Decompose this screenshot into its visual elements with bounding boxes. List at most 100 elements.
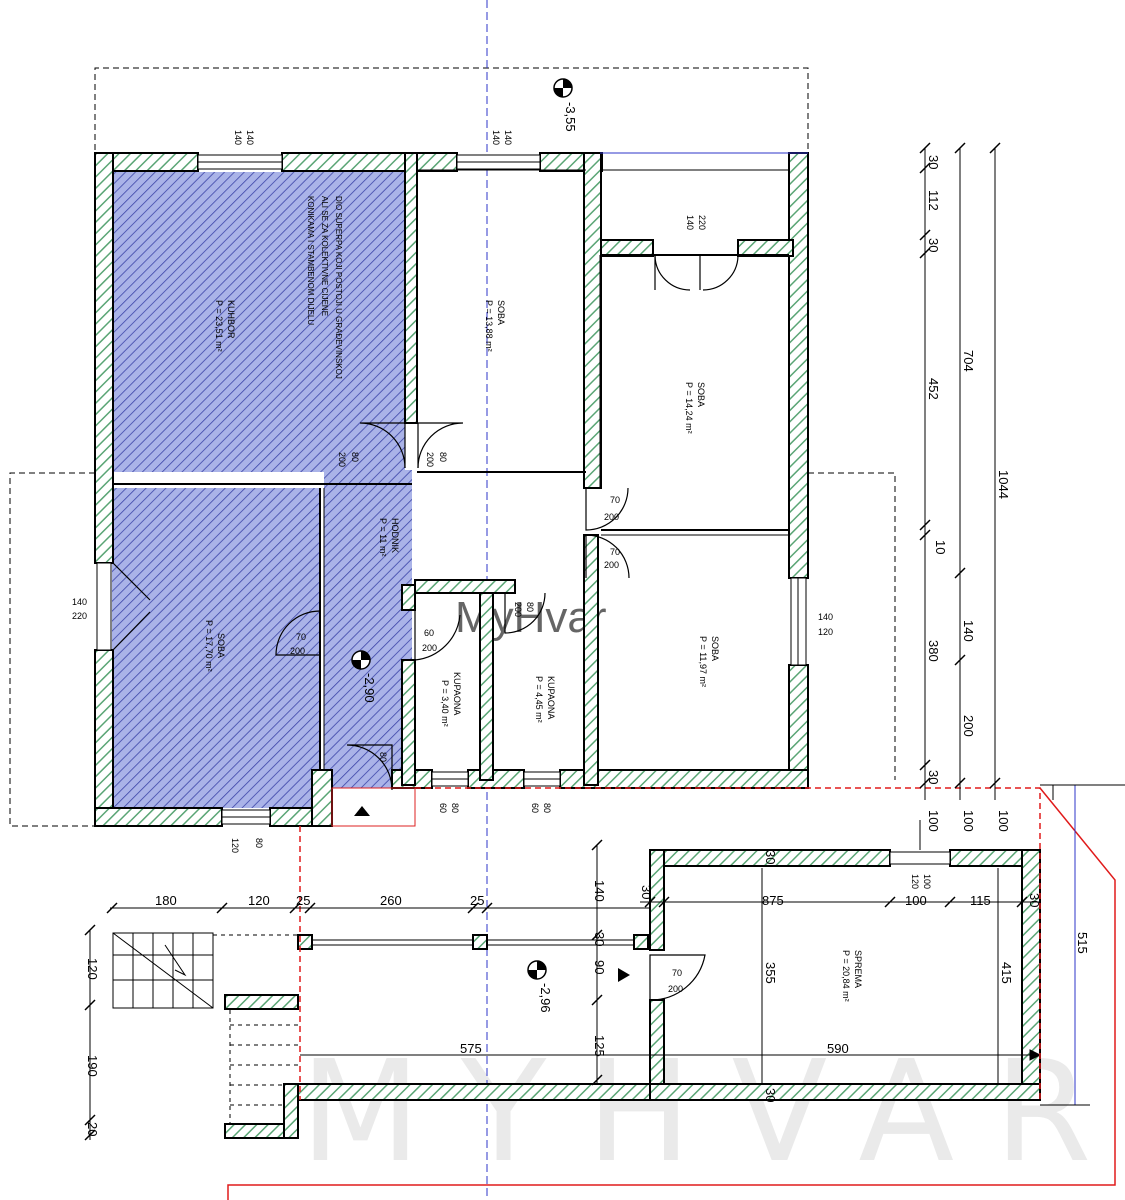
svg-text:80: 80	[350, 452, 360, 462]
svg-text:704: 704	[961, 350, 976, 372]
svg-text:30: 30	[1027, 893, 1042, 907]
room-hodnik-name: HODNIK	[390, 518, 400, 553]
svg-text:30: 30	[763, 1088, 778, 1102]
annex	[224, 849, 1041, 1139]
room-kupaona1-name: KUPAONA	[452, 672, 462, 715]
svg-text:140: 140	[503, 130, 513, 145]
svg-text:120: 120	[248, 893, 270, 908]
svg-text:190: 190	[85, 1055, 100, 1077]
svg-text:260: 260	[380, 893, 402, 908]
entrance	[331, 787, 416, 827]
room-kupaona2-name: KUPAONA	[546, 676, 556, 719]
svg-text:452: 452	[926, 378, 941, 400]
room-sprema-area: P = 20,84 m²	[841, 950, 851, 1002]
svg-text:115: 115	[970, 893, 991, 908]
svg-text:180: 180	[155, 893, 177, 908]
plot-boundary	[227, 787, 1116, 1200]
svg-text:140: 140	[818, 612, 833, 622]
svg-text:140: 140	[961, 620, 976, 642]
svg-text:200: 200	[425, 452, 435, 467]
watermark: MYHVAR	[300, 1031, 1125, 1194]
room-kupaona2-area: P = 4,45 m²	[534, 676, 544, 723]
svg-text:120: 120	[230, 838, 240, 853]
svg-text:220: 220	[697, 215, 707, 230]
svg-text:-3,55: -3,55	[563, 102, 578, 132]
svg-text:200: 200	[422, 643, 437, 653]
svg-text:60: 60	[438, 803, 448, 813]
svg-text:200: 200	[604, 512, 619, 522]
svg-text:140: 140	[72, 597, 87, 607]
room-soba3-name: SOBA	[216, 633, 226, 658]
svg-text:120: 120	[85, 958, 100, 980]
svg-text:380: 380	[926, 640, 941, 662]
dimension-ticks	[84, 142, 1028, 1141]
level-marker-bottom: -2,96	[527, 960, 630, 1013]
room-soba1-name: SOBA	[496, 300, 506, 325]
svg-text:100: 100	[996, 810, 1011, 832]
svg-text:70: 70	[296, 632, 306, 642]
svg-text:140: 140	[245, 130, 255, 145]
svg-text:80: 80	[450, 803, 460, 813]
room-kuhbor-note1: DIO SUPERPA KOJI POSTOJI U GRAĐEVINSKOJ	[334, 196, 343, 379]
room-soba3-area: P = 17,70 m²	[204, 620, 214, 672]
svg-text:10: 10	[933, 540, 948, 554]
svg-text:70: 70	[610, 495, 620, 505]
svg-text:30: 30	[639, 885, 654, 899]
room-kuhbor-name: KUHBOR	[226, 300, 236, 339]
room-sprema-name: SPREMA	[853, 950, 863, 988]
room-soba4-name: SOBA	[710, 636, 720, 661]
walls	[94, 152, 809, 827]
dimension-texts: 30 112 30 452 10 380 30 704 140 200 1044…	[85, 155, 1090, 1136]
room-soba4-area: P = 11,97 m²	[698, 636, 708, 687]
svg-text:140: 140	[233, 130, 243, 145]
svg-text:80: 80	[525, 602, 535, 612]
svg-text:200: 200	[513, 602, 523, 617]
room-kuhbor-area: P = 23,51 m²	[214, 300, 224, 352]
svg-text:355: 355	[763, 962, 778, 984]
room-kupaona1-area: P = 3,40 m²	[440, 680, 450, 727]
svg-text:30: 30	[926, 238, 941, 252]
thin-walls	[112, 152, 808, 770]
svg-text:100: 100	[961, 810, 976, 832]
svg-text:60: 60	[424, 628, 434, 638]
opening-labels: 140 140 140 140 140 220 140 220 140 120 …	[72, 130, 932, 994]
svg-text:120: 120	[910, 874, 920, 889]
svg-text:120: 120	[818, 627, 833, 637]
svg-text:80: 80	[542, 803, 552, 813]
svg-text:70: 70	[672, 968, 682, 978]
svg-text:70: 70	[610, 547, 620, 557]
svg-text:200: 200	[290, 646, 305, 656]
svg-text:575: 575	[460, 1041, 482, 1056]
svg-text:590: 590	[827, 1041, 849, 1056]
svg-text:80: 80	[438, 452, 448, 462]
windows	[96, 154, 807, 825]
svg-text:25: 25	[296, 893, 310, 908]
annex-lines	[300, 939, 1042, 1061]
dimension-lines	[89, 148, 1125, 1140]
svg-text:25: 25	[470, 893, 484, 908]
room-soba2-area: P = 14,24 m²	[684, 382, 694, 434]
room-labels: KUHBOR P = 23,51 m² DIO SUPERPA KOJI POS…	[204, 196, 863, 1002]
svg-text:200: 200	[337, 452, 347, 467]
svg-text:30: 30	[592, 932, 607, 946]
svg-text:200: 200	[961, 715, 976, 737]
svg-text:100: 100	[905, 893, 927, 908]
svg-text:30: 30	[926, 770, 941, 784]
svg-text:1044: 1044	[996, 470, 1011, 499]
svg-text:200: 200	[604, 560, 619, 570]
room-soba1-area: P = 13,88 m²	[484, 300, 494, 352]
svg-text:125: 125	[592, 1035, 607, 1057]
room-hodnik-area: P = 11 m²	[378, 518, 388, 556]
room-kuhbor-note3: KONIKAMA I STAMBENOM DIJELU	[306, 196, 315, 325]
stairs	[112, 932, 298, 1124]
svg-text:140: 140	[592, 880, 607, 902]
svg-text:30: 30	[926, 155, 941, 169]
svg-text:100: 100	[926, 810, 941, 832]
doors	[112, 255, 739, 1001]
svg-text:415: 415	[999, 962, 1014, 984]
svg-text:112: 112	[926, 190, 941, 211]
room-kuhbor-note2: ALI SE ZA KOLEKTIVNE CIJENE	[320, 196, 329, 316]
svg-text:875: 875	[762, 893, 784, 908]
level-marker-top: -3,55	[553, 78, 578, 132]
svg-text:-2,90: -2,90	[362, 673, 377, 703]
